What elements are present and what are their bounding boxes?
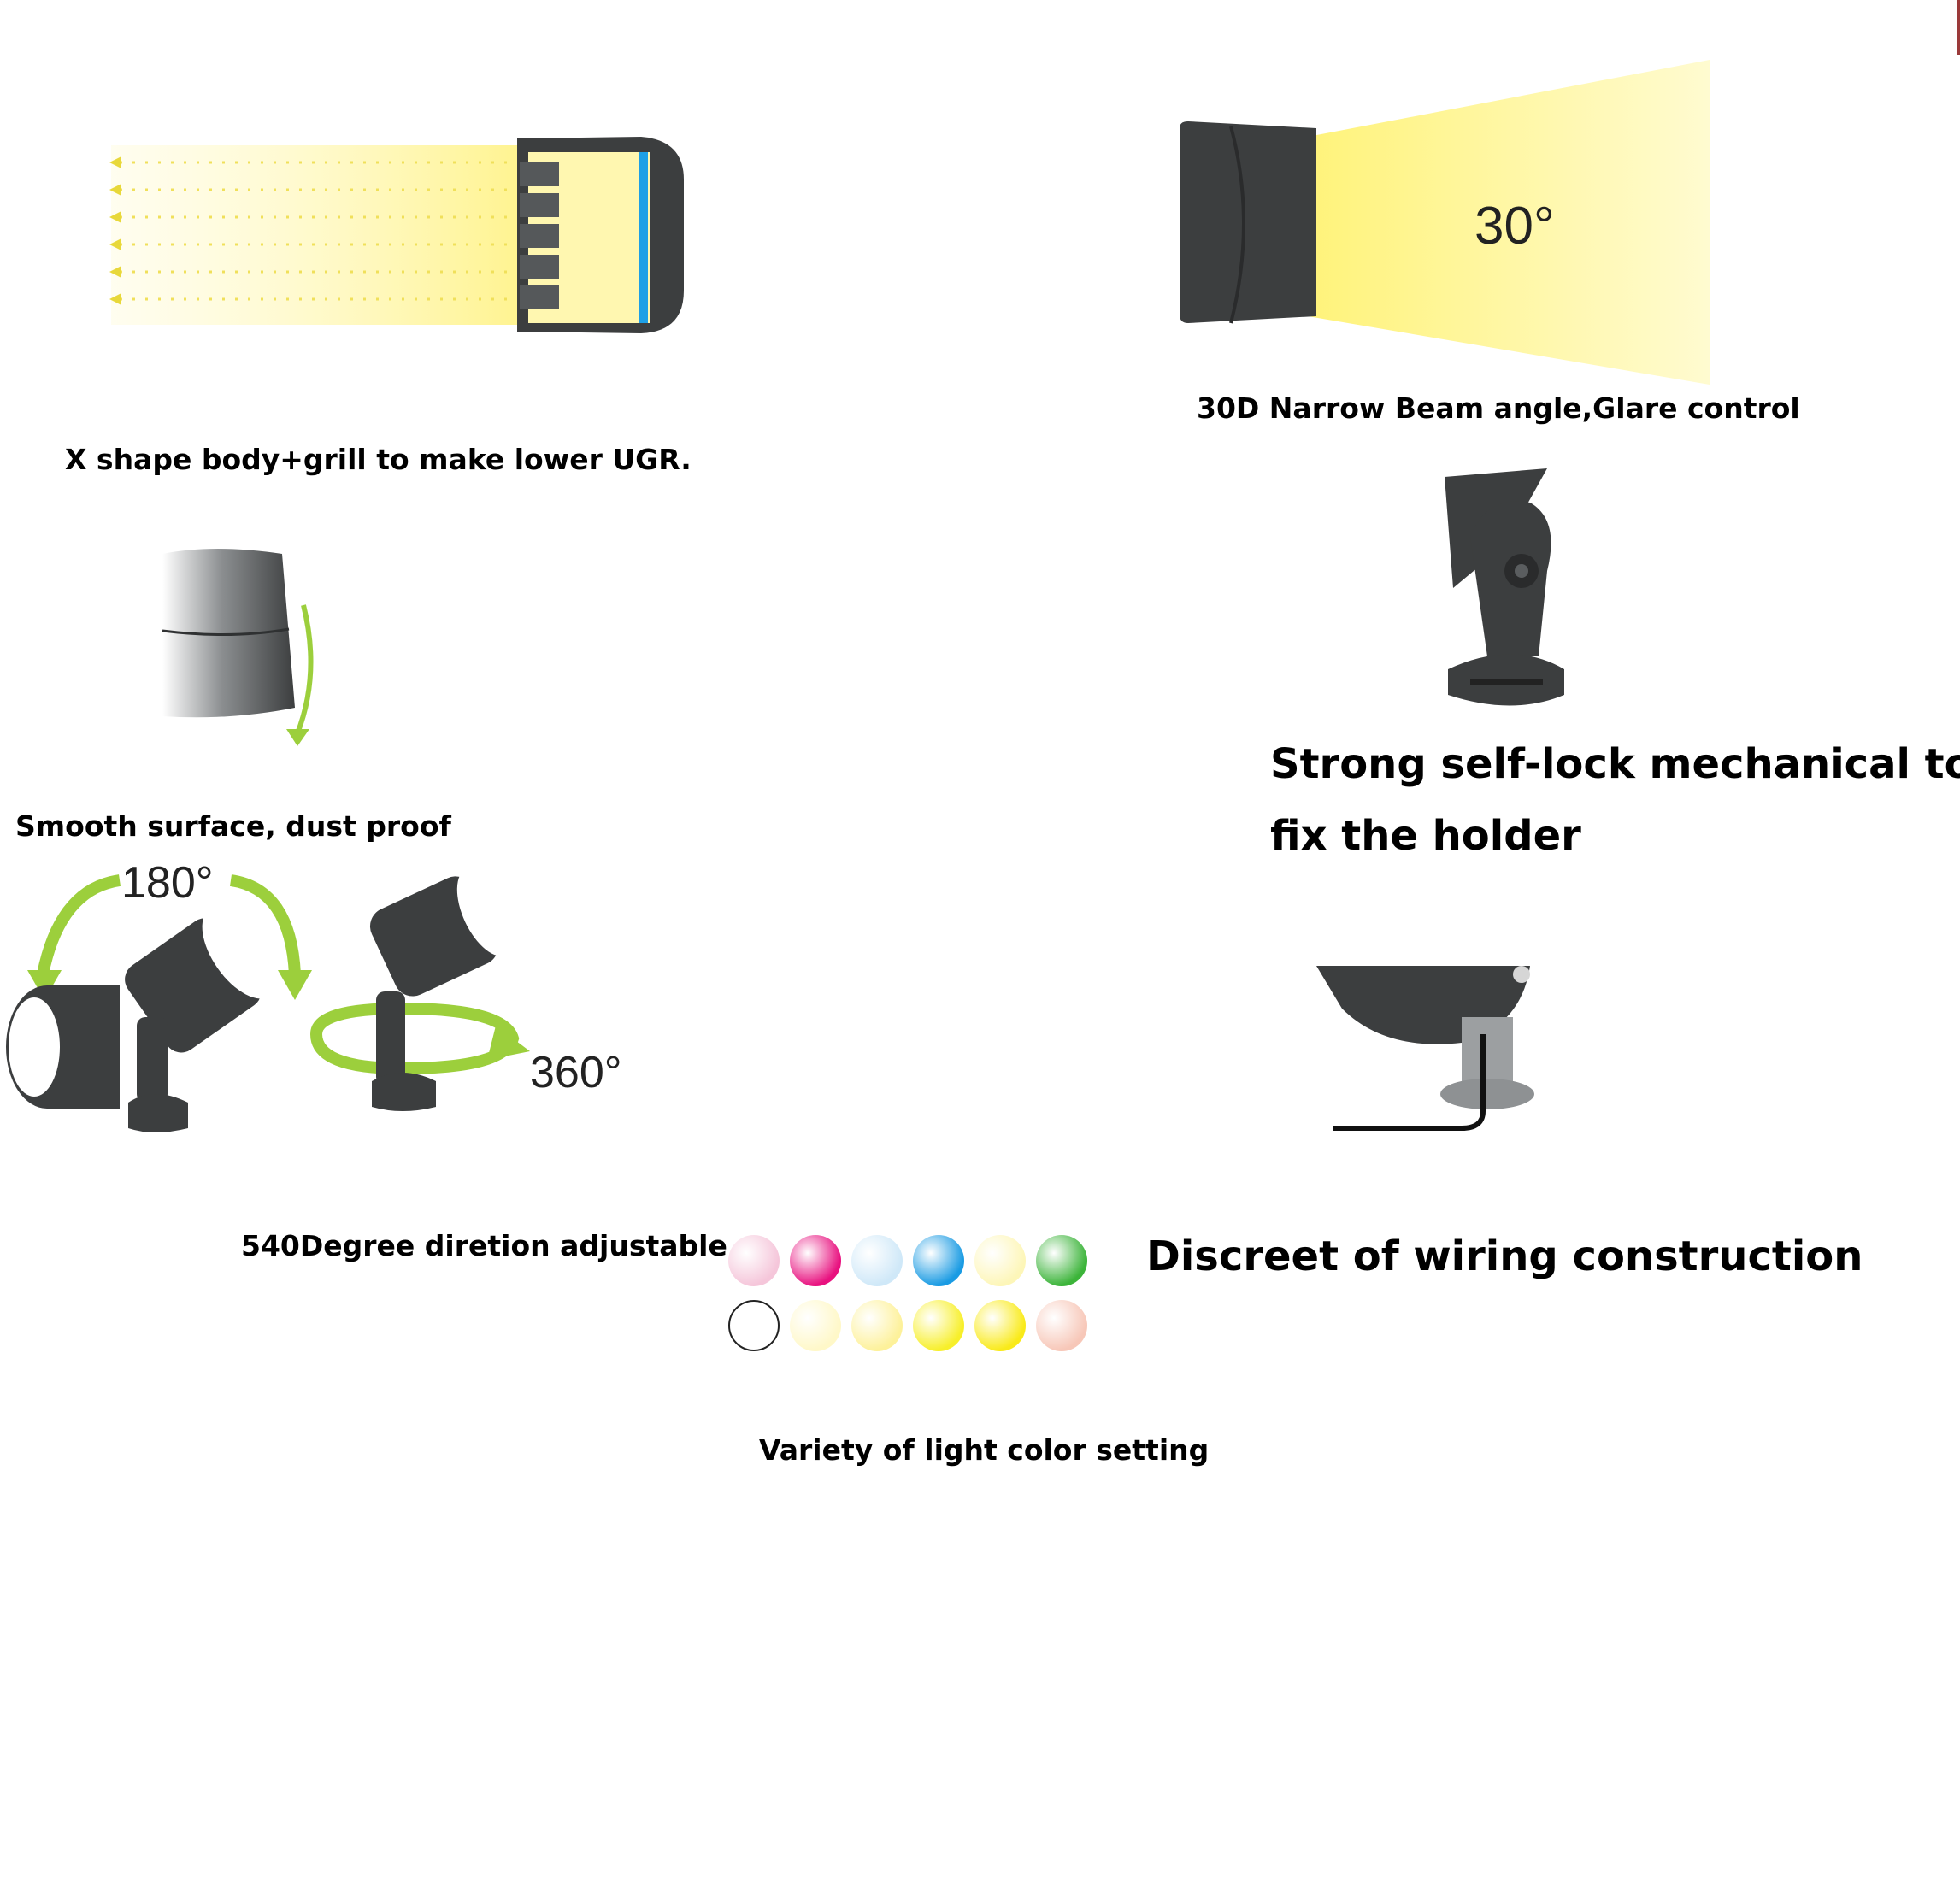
wipe-arrow-head [286,729,309,746]
head-seam [1229,126,1245,324]
rotate-angle-label: 360° [530,1048,622,1097]
row2-swatch-3 [851,1300,903,1351]
row1-swatch-2 [790,1235,841,1286]
mount-post [1462,1017,1513,1085]
rotation-illustration: 180° 360° [6,858,622,1132]
caption-smooth: Smooth surface, dust proof [15,809,451,843]
stand-1-post [137,1017,168,1103]
light-rays [120,161,530,301]
stand-1-base [128,1094,188,1132]
row2-swatch-6 [1036,1300,1087,1351]
row1-swatch-1 [728,1235,780,1286]
lamp-tilted-left [6,985,120,1109]
blue-edge [639,152,648,323]
color-swatch-grid [728,1235,1087,1351]
holder-knob-center [1515,564,1528,578]
mount-base [1440,1079,1534,1109]
caption-selflock-line2: fix the holder [1270,812,1581,860]
row1-swatch-6 [1036,1235,1087,1286]
caption-direction: 540Degree diretion adjustable [241,1229,727,1262]
arrow-heads [109,156,121,305]
lamp-rotating [369,867,517,997]
rotate-arrow [309,1002,520,1075]
spot-head [1180,121,1316,323]
tilt-arrow-right [229,874,301,975]
row2-swatch-4 [913,1300,964,1351]
narrow-beam-illustration: 30° [1180,60,1710,385]
caption-wiring: Discreet of wiring construction [1146,1232,1863,1280]
stand-2-base [372,1073,436,1111]
tilt-arrow-right-head [278,970,312,1000]
row1-swatch-5 [974,1235,1026,1286]
grill-slats [520,162,559,309]
caption-ugr: X shape body+grill to make lower UGR. [65,443,692,476]
tilt-arrow-left-head [27,970,62,1000]
stand-2-post [376,991,405,1085]
cylinder-body [162,549,295,718]
light-beam [111,145,539,325]
wire [1333,1034,1486,1131]
row1-swatch-3 [851,1235,903,1286]
wipe-arrow-path [295,604,314,735]
rotate-arrow-head [487,1026,530,1060]
beam-angle-label: 30° [1474,197,1555,256]
beam-cone [1308,60,1710,385]
cable-gland [1513,966,1530,983]
wiring-illustration [1316,966,1534,1131]
swatch-row-2 [728,1300,1087,1351]
edge-mark [1957,0,1960,55]
caption-selflock-line1: Strong self-lock mechanical to [1270,740,1960,788]
swatch-row-1 [728,1235,1087,1286]
caption-colors: Variety of light color setting [759,1433,1210,1467]
caption-beam: 30D Narrow Beam angle,Glare control [1197,391,1800,425]
row2-swatch-2 [790,1300,841,1351]
row2-swatch-5 [974,1300,1026,1351]
smooth-surface-illustration [162,549,314,746]
tilt-angle-label: 180° [121,858,214,908]
holder-illustration [1445,468,1564,706]
row2-swatch-1 [728,1300,780,1351]
row1-swatch-4 [913,1235,964,1286]
grill-light-illustration [109,137,684,333]
tilt-arrow-left [37,874,121,976]
cylinder-seam [162,627,290,637]
